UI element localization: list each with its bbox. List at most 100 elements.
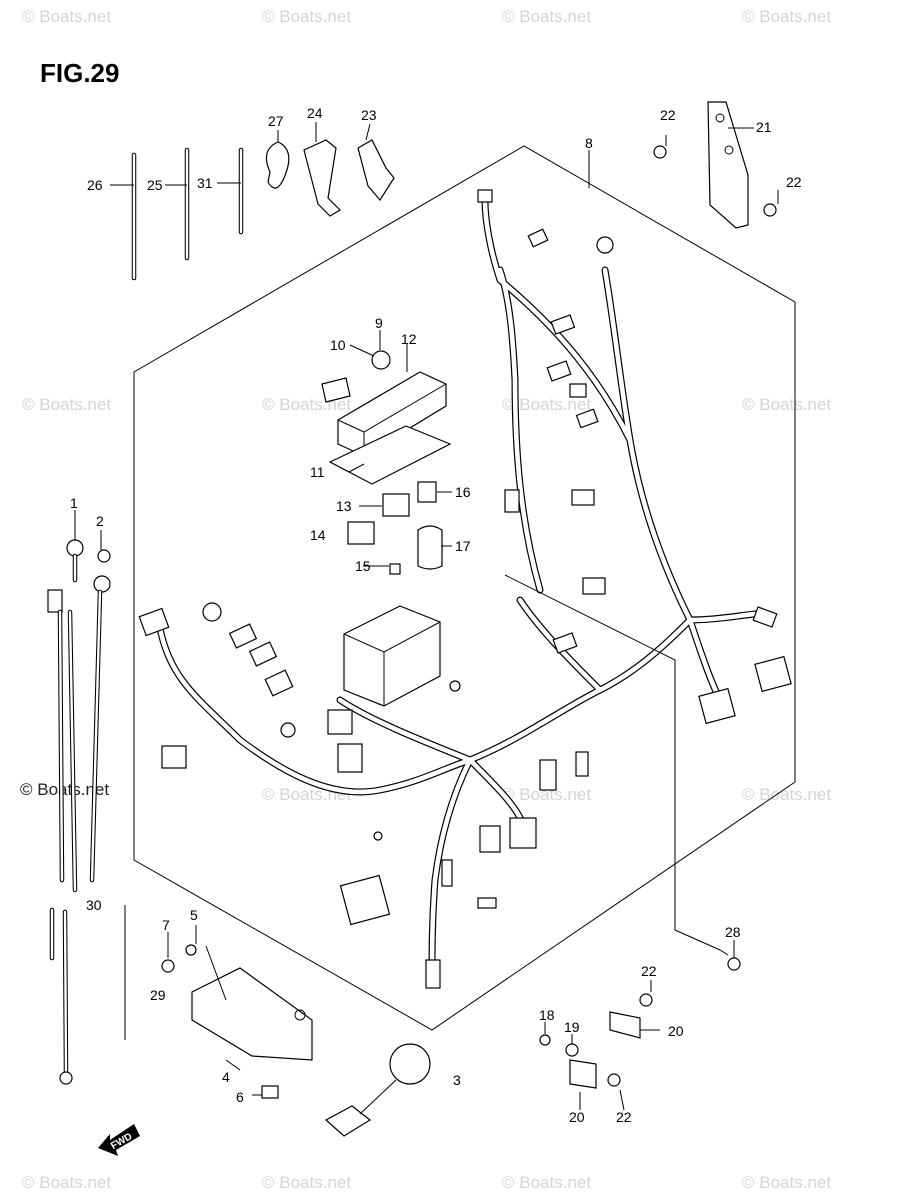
harness-connector: [327, 709, 353, 735]
part-13-relay: [382, 493, 410, 517]
part-27-clip: [265, 141, 290, 189]
part-5-washer: [185, 944, 197, 956]
part-20-clamp: [609, 1011, 641, 1039]
assembly-boundary: [133, 145, 796, 1031]
harness-connector: [546, 360, 572, 382]
part-22-bolt: [607, 1073, 621, 1087]
leader-line: [110, 182, 241, 186]
callout-11: 11: [310, 464, 325, 480]
harness-connector: [337, 743, 363, 773]
harness-connector: [248, 641, 278, 667]
callout-12: 12: [401, 331, 417, 347]
leader-line: [504, 574, 729, 956]
harness-connector: [571, 489, 595, 506]
harness-junction-box: [343, 605, 441, 707]
callout-20a: 20: [668, 1023, 684, 1039]
part-14-relay: [347, 521, 375, 545]
harness-connector: [698, 687, 736, 725]
callout-30: 30: [86, 897, 102, 913]
part-22-bolt: [653, 145, 667, 159]
part-11-gasket: [328, 425, 452, 485]
bracket-assembly: [653, 101, 779, 229]
callout-21: 21: [756, 119, 772, 135]
harness-terminal: [449, 680, 461, 692]
leader-line: [348, 330, 452, 567]
harness-connector: [575, 751, 589, 777]
part-23-clip: [357, 139, 395, 202]
part-2-nut: [97, 549, 111, 563]
part-28-bolt: [727, 957, 741, 971]
part-16-fuse: [417, 481, 437, 503]
callout-3: 3: [453, 1072, 461, 1088]
battery-connector: [47, 589, 63, 613]
part-17-cap: [417, 525, 443, 570]
part-10-clip: [321, 377, 351, 403]
harness-connector: [575, 408, 599, 429]
harness-connector: [752, 606, 778, 628]
part-19-nut: [565, 1043, 579, 1057]
callout-22c: 22: [641, 963, 657, 979]
part-battery-terminal: [93, 575, 111, 593]
callout-24: 24: [307, 105, 323, 121]
callout-5: 5: [190, 907, 198, 923]
harness-connector: [582, 577, 606, 595]
part-20-clamp: [569, 1059, 597, 1089]
part-18-nut: [539, 1034, 551, 1046]
part-3-sensor-pad: [324, 1105, 372, 1137]
part-3-sensor: [389, 1043, 431, 1085]
watermark: © Boats.net: [502, 395, 591, 414]
callout-29: 29: [150, 987, 166, 1003]
harness-connector: [509, 817, 537, 849]
callout-10: 10: [330, 337, 346, 353]
harness-connector: [539, 759, 557, 791]
watermark: © Boats.net: [502, 7, 591, 26]
callout-9: 9: [375, 315, 383, 331]
harness-connector: [161, 745, 187, 769]
fwd-arrow-icon: [98, 1124, 140, 1156]
harness-terminal: [202, 602, 222, 622]
harness-connector: [425, 959, 441, 989]
callout-14: 14: [310, 527, 326, 543]
callout-28: 28: [725, 924, 741, 940]
harness-connector: [527, 228, 549, 248]
harness-connector: [441, 859, 453, 887]
callout-15: 15: [355, 558, 371, 574]
harness-connector: [264, 669, 294, 697]
watermark: © Boats.net: [22, 7, 111, 26]
callout-17: 17: [455, 538, 471, 554]
watermark: © Boats.net: [742, 7, 831, 26]
part-15-fuse: [389, 563, 401, 575]
harness-connector: [479, 825, 501, 853]
callout-22d: 22: [616, 1109, 632, 1125]
watermark-dark: © Boats.net: [20, 780, 109, 799]
callout-26: 26: [87, 177, 103, 193]
harness-connector: [138, 607, 170, 637]
harness-connector: [477, 897, 497, 909]
callout-13: 13: [336, 498, 352, 514]
lower-parts: [161, 925, 741, 1137]
watermark-layer: © Boats.net © Boats.net © Boats.net © Bo…: [20, 7, 831, 1192]
callout-1: 1: [70, 495, 78, 511]
callout-7: 7: [162, 917, 170, 933]
leader-line: [167, 925, 241, 1071]
callout-19: 19: [564, 1019, 580, 1035]
callout-4: 4: [222, 1069, 230, 1085]
part-21-bracket: [707, 101, 749, 229]
harness-connector: [550, 314, 576, 335]
watermark: © Boats.net: [742, 785, 831, 804]
callout-8: 8: [585, 135, 593, 151]
figure-title: FIG.29: [40, 58, 119, 88]
part-7-bolt: [161, 959, 175, 973]
callout-20b: 20: [569, 1109, 585, 1125]
harness-connector: [339, 874, 391, 926]
leader-line: [544, 940, 735, 1111]
part-24-clip: [303, 139, 341, 217]
part-6-grommet: [261, 1085, 279, 1099]
watermark: © Boats.net: [22, 1173, 111, 1192]
callout-16: 16: [455, 484, 471, 500]
part-1-terminal: [66, 539, 84, 557]
harness-terminal: [596, 236, 614, 254]
harness-connector: [477, 189, 493, 203]
callout-2: 2: [96, 513, 104, 529]
